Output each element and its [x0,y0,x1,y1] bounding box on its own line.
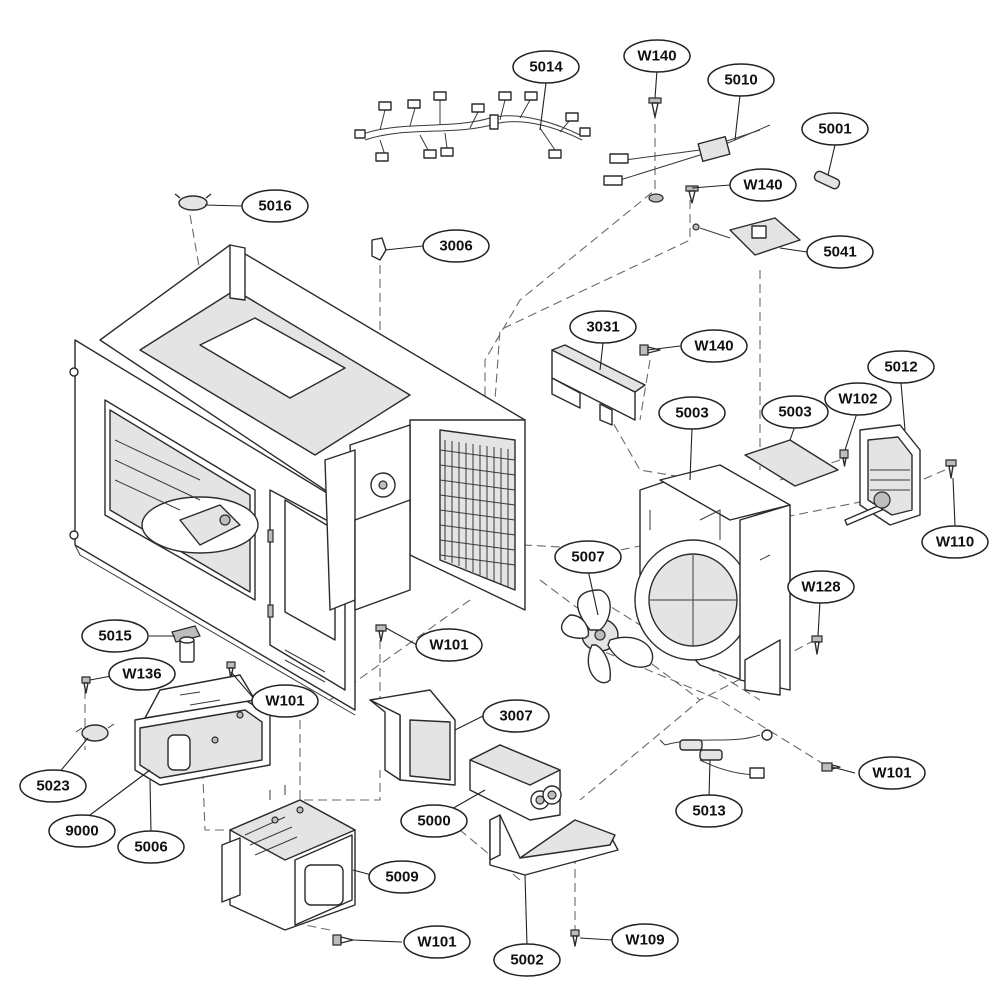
fan-duct-5003 [634,464,791,696]
callout-w101-right: W101 [858,756,926,790]
screw-w102 [839,449,849,467]
svg-text:9000: 9000 [65,823,98,840]
transformer-box-5006 [134,674,271,786]
callout-w128: W128 [787,570,855,604]
svg-text:5013: 5013 [692,803,725,820]
svg-text:W110: W110 [936,534,974,551]
svg-text:W101: W101 [265,693,304,710]
callout-5003-duct: 5003 [658,396,726,430]
screw-w101-bottom [332,934,354,946]
clip-3006 [371,237,387,261]
svg-text:5010: 5010 [724,72,757,89]
fuse-5001 [813,170,841,190]
screw-w110 [945,459,957,479]
screw-w140-mid [685,185,699,204]
callout-w140-top: W140 [623,39,691,73]
svg-text:W101: W101 [872,765,911,782]
svg-text:5009: 5009 [385,869,418,886]
wire-harness-5014 [354,91,591,162]
svg-text:W140: W140 [743,177,782,194]
svg-text:W140: W140 [694,338,733,355]
callout-5015: 5015 [81,619,149,653]
screw-w136 [81,676,91,694]
svg-text:5006: 5006 [134,839,167,856]
callout-5003-mica: 5003 [761,395,829,429]
svg-text:W140: W140 [637,48,676,65]
fan-blade-5007 [560,589,654,684]
leader-lines [57,69,956,946]
bracket-5002 [489,814,619,876]
magnetron-5009 [221,785,356,931]
callout-w101-left: W101 [251,684,319,718]
callout-w140-mid: W140 [729,168,797,202]
svg-text:W109: W109 [625,932,664,949]
oven-cavity-5016-frame [69,244,526,716]
callout-5006: 5006 [117,830,185,864]
callout-5023: 5023 [19,769,87,803]
callout-w109: W109 [611,923,679,957]
svg-text:5016: 5016 [258,198,291,215]
callout-5007: 5007 [554,540,622,574]
callout-5014: 5014 [512,50,580,84]
callout-w101-middle: W101 [415,628,483,662]
svg-text:5007: 5007 [571,549,604,566]
svg-text:W102: W102 [838,391,877,408]
callout-w110: W110 [921,525,989,559]
callout-3007: 3007 [482,699,550,733]
thermostat-5016 [174,193,212,211]
svg-text:5002: 5002 [510,952,543,969]
svg-text:3007: 3007 [499,708,532,725]
callout-w102: W102 [824,382,892,416]
waveguide-cover-5003 [744,439,839,487]
fuse-holder-5015 [171,625,201,663]
callout-w140-bracket: W140 [680,329,748,363]
svg-text:5014: 5014 [529,59,563,76]
svg-text:W101: W101 [417,934,456,951]
bracket-3007 [369,689,456,786]
svg-text:W128: W128 [801,579,840,596]
callout-5016: 5016 [241,189,309,223]
callout-5010: 5010 [707,63,775,97]
screw-w101-middle [375,624,387,642]
svg-text:5003: 5003 [778,404,811,421]
wire-lead-5013 [659,729,773,779]
screw-w109 [570,929,580,947]
svg-text:5003: 5003 [675,405,708,422]
screw-w128 [811,635,823,655]
fan-motor-5012 [844,424,921,526]
callout-5012: 5012 [867,350,935,384]
callout-3006: 3006 [422,229,490,263]
bracket-3031 [551,344,646,426]
thermostat-5023 [75,723,115,742]
svg-text:5001: 5001 [818,121,851,138]
svg-text:3031: 3031 [586,319,619,336]
svg-text:3006: 3006 [439,238,472,255]
callout-5001: 5001 [801,112,869,146]
callout-5002: 5002 [493,943,561,977]
svg-text:5000: 5000 [417,813,450,830]
callout-5009: 5009 [368,860,436,894]
svg-text:5012: 5012 [884,359,917,376]
svg-text:5015: 5015 [98,628,131,645]
svg-text:5023: 5023 [36,778,69,795]
svg-text:W101: W101 [429,637,468,654]
capacitor-5000 [469,744,562,821]
callout-5013: 5013 [675,794,743,828]
callout-5000: 5000 [400,804,468,838]
screw-w140-top [648,97,662,118]
callout-5041: 5041 [806,235,874,269]
callout-w101-bottom: W101 [403,925,471,959]
callout-3031: 3031 [569,310,637,344]
vent-grid [439,440,516,587]
svg-text:5041: 5041 [823,244,856,261]
wire-lead-5010 [603,124,771,203]
pcb-5041 [692,217,801,256]
callout-w136: W136 [108,657,176,691]
svg-text:W136: W136 [122,666,161,683]
callout-9000: 9000 [48,814,116,848]
screw-w101-right [821,762,841,772]
